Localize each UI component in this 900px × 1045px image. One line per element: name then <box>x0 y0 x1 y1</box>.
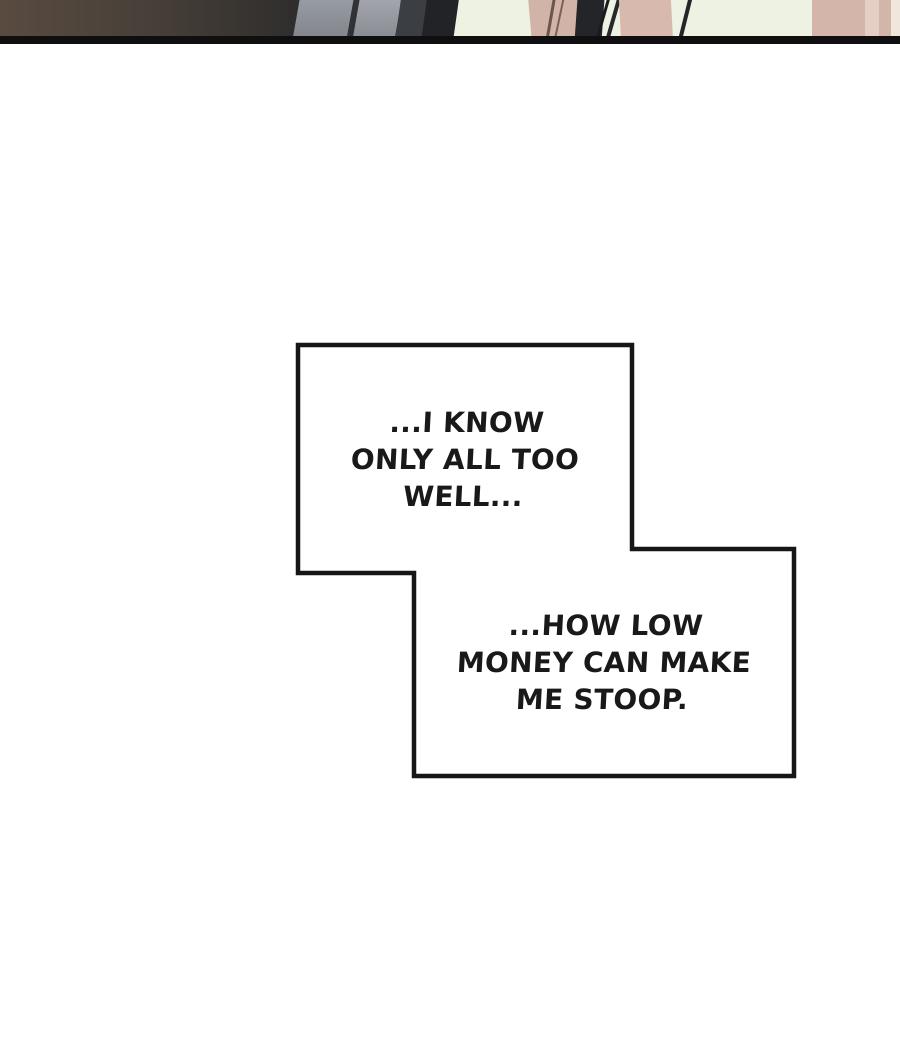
previous-panel-artwork <box>0 0 900 36</box>
artwork-light-strip <box>865 0 879 36</box>
bubble-2-line-2: MONEY CAN MAKE <box>456 646 752 679</box>
bubble-2-line-1: ...HOW LOW <box>507 609 704 642</box>
artwork-tan-shape-right <box>812 0 900 36</box>
bubble-2-line-3: ME STOOP. <box>515 683 690 716</box>
speech-bubble-1: ...I KNOW ONLY ALL TOO WELL... <box>294 349 636 569</box>
artwork-cream-edge <box>891 0 900 36</box>
speech-bubble-2: ...HOW LOW MONEY CAN MAKE ME STOOP. <box>410 553 797 772</box>
bubble-1-line-2: ONLY ALL TOO <box>350 442 580 476</box>
panel-divider-line <box>0 36 900 44</box>
bubble-1-line-3: WELL... <box>402 479 524 513</box>
bubble-1-line-1: ...I KNOW <box>388 405 546 439</box>
speech-bubble-outline <box>295 342 797 779</box>
